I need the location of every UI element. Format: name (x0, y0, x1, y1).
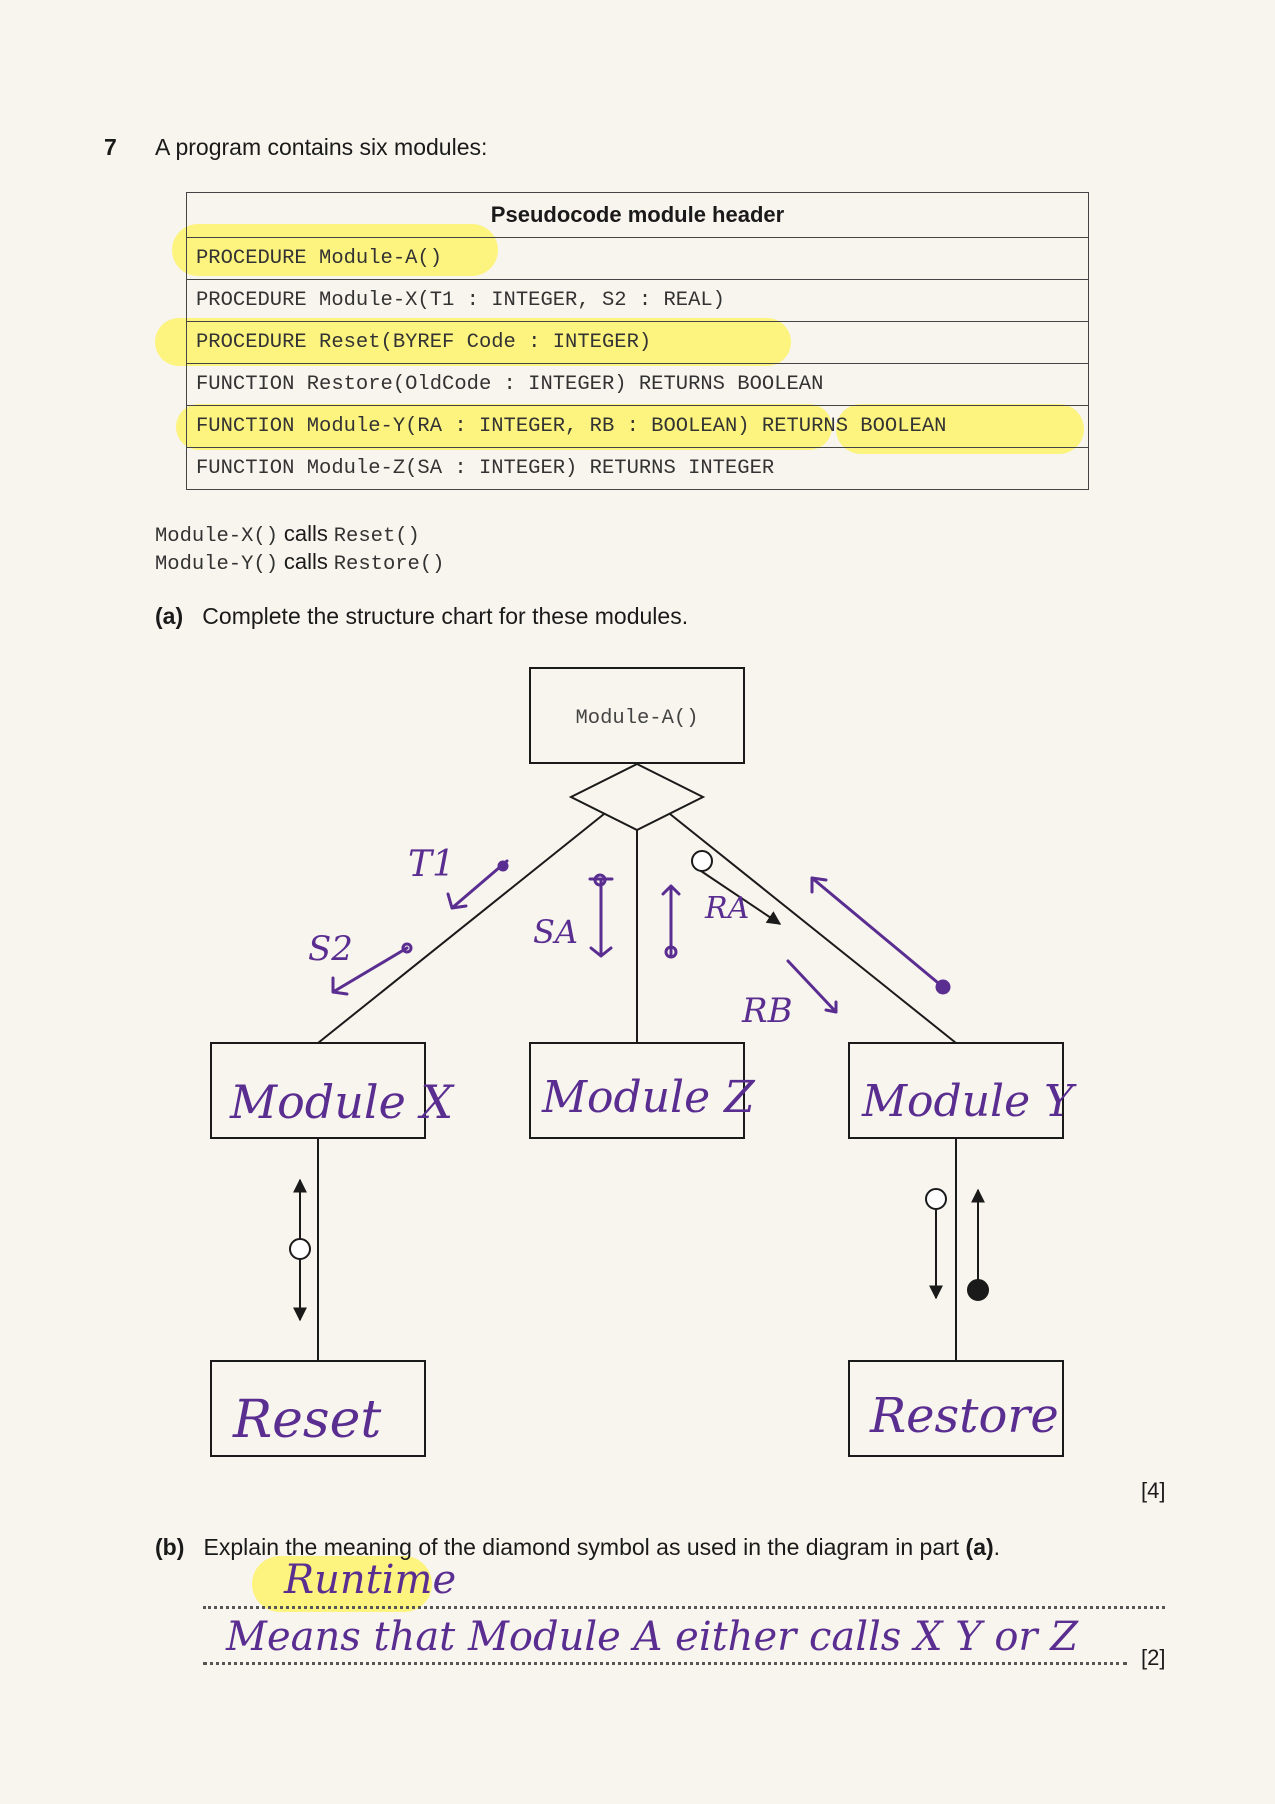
part-b-marks: [2] (1141, 1645, 1166, 1670)
param-rb: RB (741, 991, 793, 1031)
calls-line-2: Module-Y() calls Restore() (155, 549, 445, 576)
question-intro: A program contains six modules: (155, 134, 488, 160)
answer-line-2 (203, 1662, 1127, 1665)
answer-explanation: Means that Module A either calls X Y or … (226, 1614, 1079, 1660)
restore-handwritten: Restore (869, 1388, 1059, 1444)
answer-line-1 (203, 1606, 1165, 1609)
module-header-table: Pseudocode module header PROCEDURE Modul… (186, 192, 1089, 490)
calls-line-1: Module-X() calls Reset() (155, 521, 420, 548)
selection-diamond (568, 762, 706, 832)
module-y-handwritten: Module Y (861, 1076, 1077, 1127)
table-row: PROCEDURE Module-A() (186, 237, 1089, 280)
reset-handwritten: Reset (232, 1390, 381, 1450)
part-a-marks: [4] (1141, 1478, 1166, 1503)
table-header: Pseudocode module header (186, 192, 1089, 238)
module-a-label: Module-A() (575, 707, 698, 730)
question-number: 7 (104, 134, 117, 160)
module-z-handwritten: Module Z (541, 1072, 756, 1123)
table-row: FUNCTION Module-Y(RA : INTEGER, RB : BOO… (186, 405, 1089, 448)
param-t1: T1 (408, 844, 455, 885)
module-x-handwritten: Module X (229, 1075, 455, 1129)
part-b: (b) Explain the meaning of the diamond s… (155, 1534, 1001, 1560)
table-row: FUNCTION Module-Z(SA : INTEGER) RETURNS … (186, 447, 1089, 490)
param-ra: RA (704, 891, 749, 926)
table-row: PROCEDURE Module-X(T1 : INTEGER, S2 : RE… (186, 279, 1089, 322)
part-a: (a) Complete the structure chart for the… (155, 603, 689, 629)
param-s2: S2 (308, 929, 353, 969)
param-sa: SA (533, 913, 578, 951)
highlight-runtime (252, 1556, 432, 1612)
table-row: PROCEDURE Reset(BYREF Code : INTEGER) (186, 321, 1089, 364)
answer-runtime: Runtime (284, 1557, 457, 1603)
